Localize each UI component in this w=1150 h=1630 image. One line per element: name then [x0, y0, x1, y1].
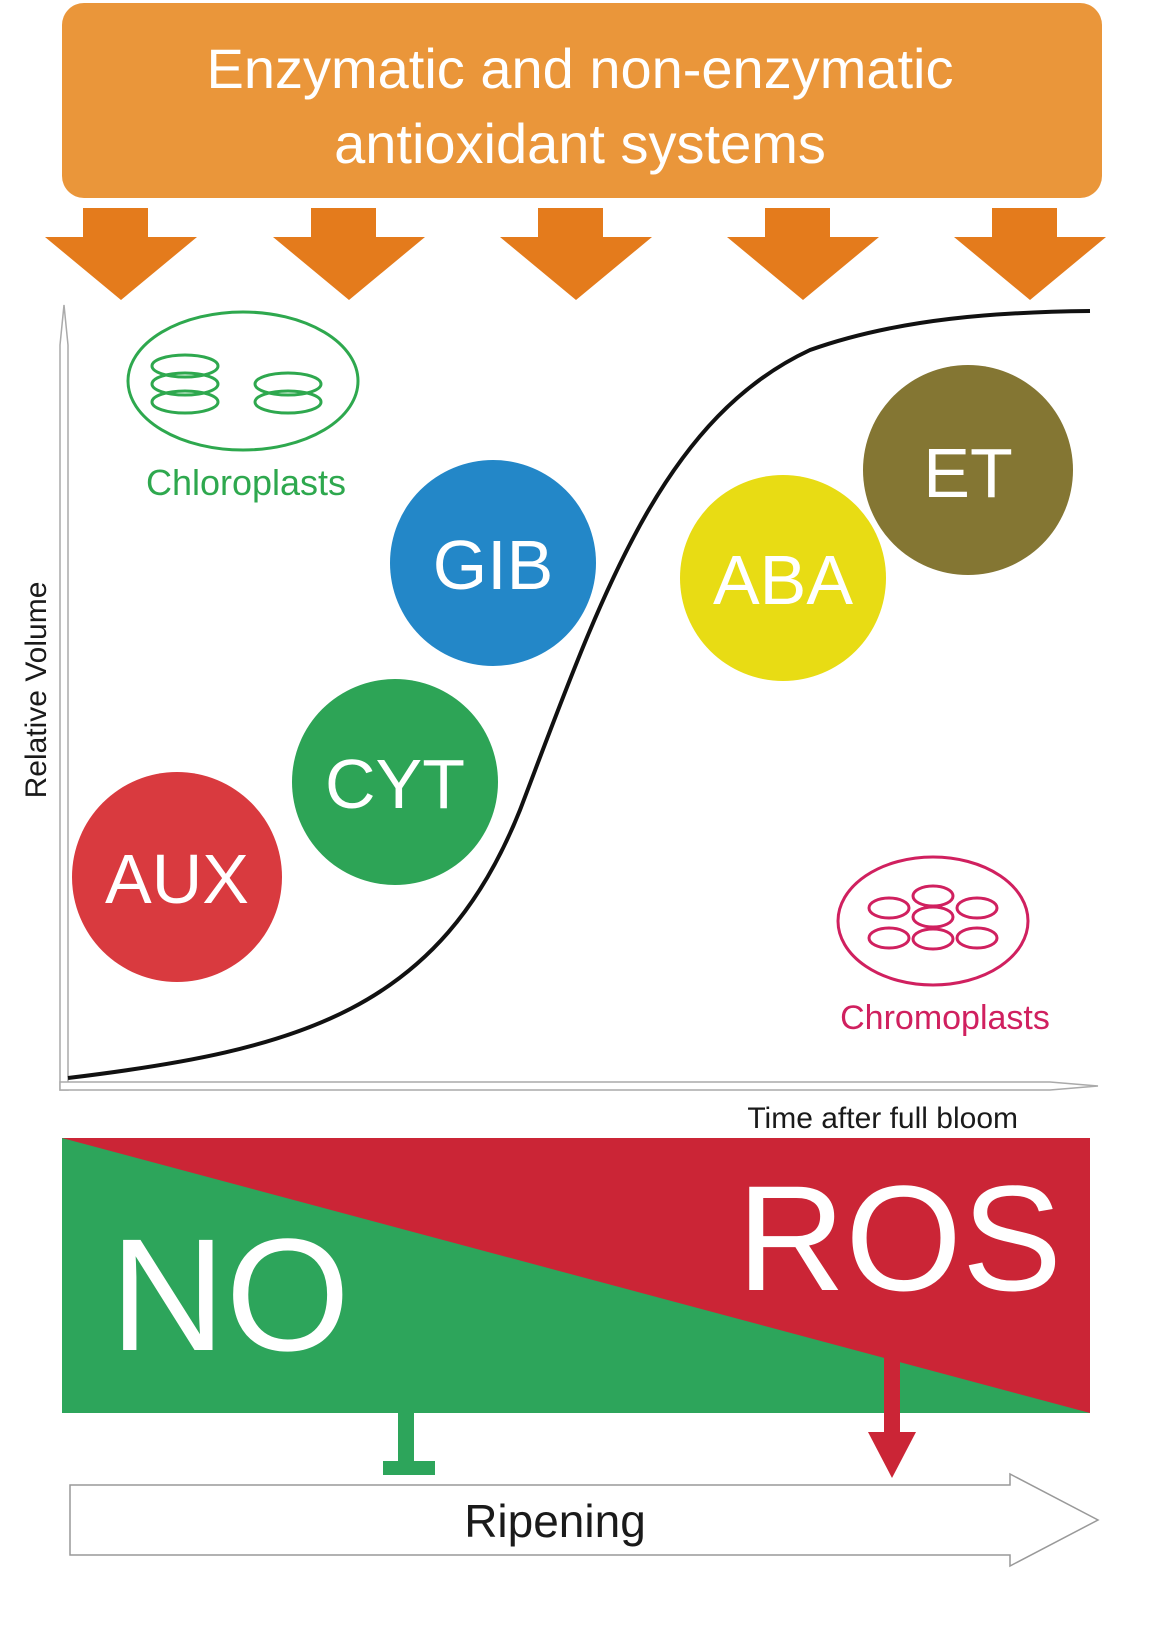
ripening-arrow: [69, 1472, 1100, 1568]
banner-title-line1: Enzymatic and non-enzymatic: [206, 37, 953, 100]
chloroplast-icon: [126, 310, 360, 452]
y-axis-label: Relative Volume: [20, 582, 53, 799]
hormone-circle: [292, 679, 498, 885]
y-axis-arrow: [59, 304, 69, 1091]
chloroplasts-label: Chloroplasts: [146, 462, 346, 503]
down-arrow-icon: [500, 208, 652, 300]
banner-title-line2: antioxidant systems: [334, 112, 826, 175]
x-axis-label: Time after full bloom: [747, 1102, 1018, 1135]
hormone-cyt: CYT: [292, 679, 498, 885]
no-label: NO: [110, 1205, 350, 1384]
down-arrow-icon: [273, 208, 425, 300]
hormone-circle: [390, 460, 596, 666]
axes: [59, 304, 1099, 1091]
ros-label: ROS: [737, 1154, 1062, 1322]
hormone-label: ABA: [713, 541, 853, 619]
antioxidant-banner: [62, 3, 1102, 198]
hormone-circle: [863, 365, 1073, 575]
no-inhibition-icon: [383, 1411, 435, 1475]
antioxidant-arrows: [45, 208, 1106, 300]
hormone-label: CYT: [325, 745, 465, 823]
x-axis-arrow: [59, 1081, 1099, 1091]
hormone-circle: [72, 772, 282, 982]
chromoplasts-label: Chromoplasts: [840, 999, 1050, 1037]
chromoplast-icon: [836, 855, 1030, 987]
down-arrow-icon: [727, 208, 879, 300]
hormone-aux: AUX: [72, 772, 282, 982]
ros-region: [62, 1138, 1090, 1413]
ros-promotion-arrow-icon: [868, 1356, 916, 1478]
hormone-et: ET: [863, 365, 1073, 575]
down-arrow-icon: [45, 208, 197, 300]
hormone-circle: [680, 475, 886, 681]
hormone-label: AUX: [105, 840, 249, 918]
hormone-gib: GIB: [390, 460, 596, 666]
hormone-aba: ABA: [680, 475, 886, 681]
hormone-label: GIB: [433, 526, 554, 604]
hormone-label: ET: [923, 434, 1012, 512]
down-arrow-icon: [954, 208, 1106, 300]
ripening-label: Ripening: [464, 1495, 646, 1547]
growth-curve: [67, 309, 1091, 1080]
